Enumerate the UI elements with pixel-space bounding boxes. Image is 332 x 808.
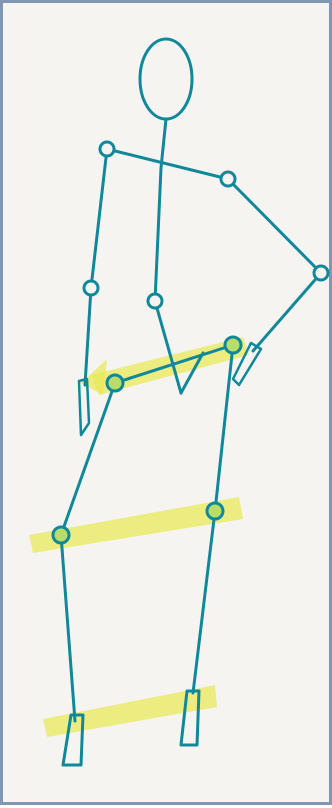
right-hip-joint (225, 337, 241, 353)
right-upper-arm (228, 179, 321, 273)
right-knee-joint (207, 503, 223, 519)
right-shin (193, 511, 215, 693)
right-shoulder-joint (221, 172, 235, 186)
left-forearm (85, 288, 91, 385)
joints (53, 142, 328, 543)
head (140, 39, 192, 119)
shoulder-line (107, 149, 228, 179)
pelvis-line (115, 345, 233, 383)
left-upper-arm (91, 149, 107, 288)
right-forearm (253, 273, 321, 351)
left-hip-joint (107, 375, 123, 391)
right-elbow-joint (314, 266, 328, 280)
left-shin (61, 535, 75, 721)
left-knee-joint (53, 527, 69, 543)
spine-joint (148, 294, 162, 308)
left-hand (79, 379, 89, 435)
spine (155, 119, 181, 393)
left-shoulder-joint (100, 142, 114, 156)
stick-figure-drawing (3, 3, 332, 808)
right-thigh (215, 345, 233, 511)
left-elbow-joint (84, 281, 98, 295)
